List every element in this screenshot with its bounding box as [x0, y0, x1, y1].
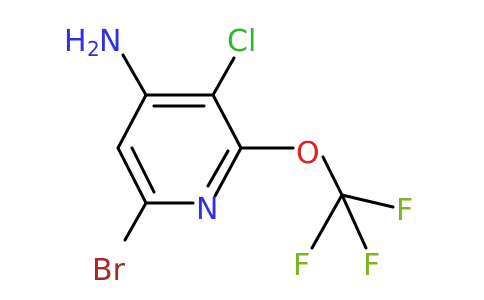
bond-c4-nh2 — [121, 53, 148, 97]
bond-c-f1 — [340, 193, 395, 209]
bond-o-cf3 — [321, 155, 344, 197]
fluorine-2-label: F — [293, 248, 310, 283]
bond-c-f3 — [340, 193, 368, 250]
bond-c4-c5 — [116, 93, 148, 150]
bond-c5-c6-inner — [130, 146, 156, 194]
ring-nitrogen-label: N — [196, 192, 218, 227]
amino-n-label: N — [99, 24, 121, 59]
bond-c6-br — [123, 201, 148, 242]
chloro-label: Cl — [227, 24, 256, 59]
bond-c3-cl — [211, 56, 236, 97]
fluorine-1-label: F — [396, 193, 413, 228]
bond-c-f2 — [310, 193, 344, 250]
bond-c5-c6 — [116, 146, 148, 205]
bromo-label: Br — [92, 253, 126, 288]
fluorine-3-label: F — [363, 248, 380, 283]
bond-n1-c2-inner — [206, 149, 230, 188]
oxygen-label: O — [296, 136, 320, 171]
amino-subscript-label: 2 — [87, 37, 100, 61]
amino-h-label: H — [64, 24, 87, 59]
bond-c2-c3 — [211, 93, 243, 150]
bond-n1-c2 — [213, 146, 243, 198]
